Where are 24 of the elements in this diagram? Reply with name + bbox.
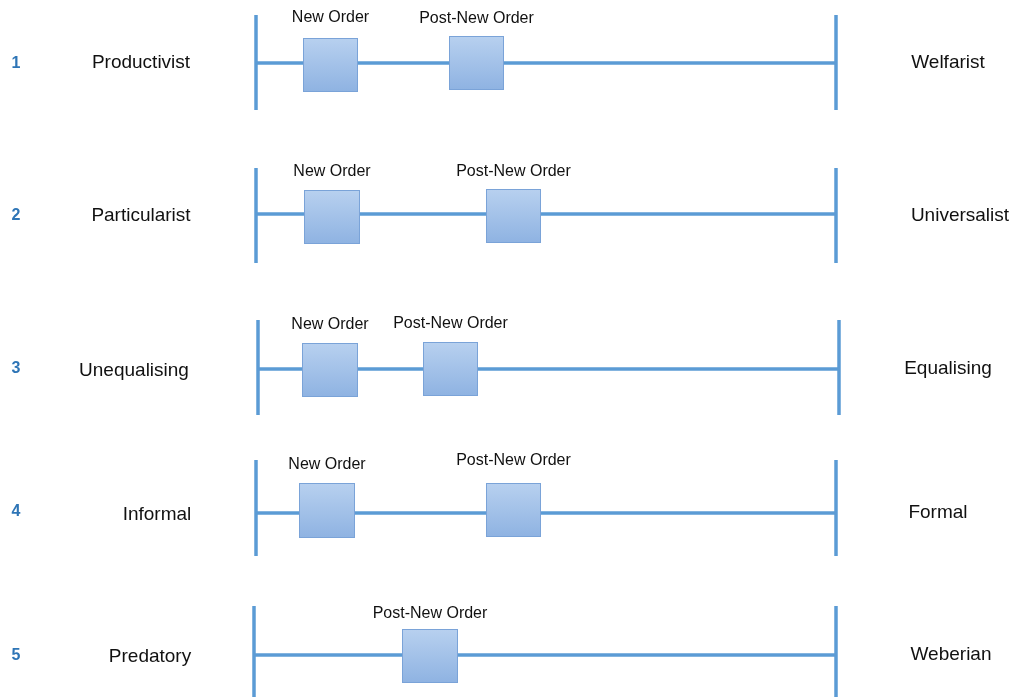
left-pole-label: Particularist	[91, 204, 191, 226]
right-pole-label: Formal	[908, 501, 968, 523]
row-number: 4	[11, 502, 21, 520]
marker-label: New Order	[288, 455, 366, 473]
row-number: 2	[11, 206, 21, 224]
left-pole-label: Productivist	[91, 51, 191, 73]
marker-label: New Order	[293, 162, 371, 180]
marker-label: Post-New Order	[372, 604, 488, 622]
marker-label: Post-New Order	[456, 451, 571, 469]
left-pole-label: Predatory	[108, 645, 192, 667]
marker-label: New Order	[291, 315, 369, 333]
right-pole-label: Equalising	[904, 357, 992, 379]
marker-label: New Order	[291, 8, 370, 26]
right-pole-label: Weberian	[910, 643, 992, 665]
marker-label: Post-New Order	[393, 314, 508, 332]
left-pole-label: Unequalising	[79, 359, 189, 381]
right-pole-label: Universalist	[910, 204, 1010, 226]
row-number: 5	[11, 646, 21, 664]
left-pole-label: Informal	[122, 503, 192, 525]
row-number: 3	[11, 359, 21, 377]
marker-label: Post-New Order	[456, 162, 571, 180]
row-number: 1	[11, 54, 21, 72]
right-pole-label: Welfarist	[911, 51, 985, 73]
marker-label: Post-New Order	[419, 9, 534, 27]
